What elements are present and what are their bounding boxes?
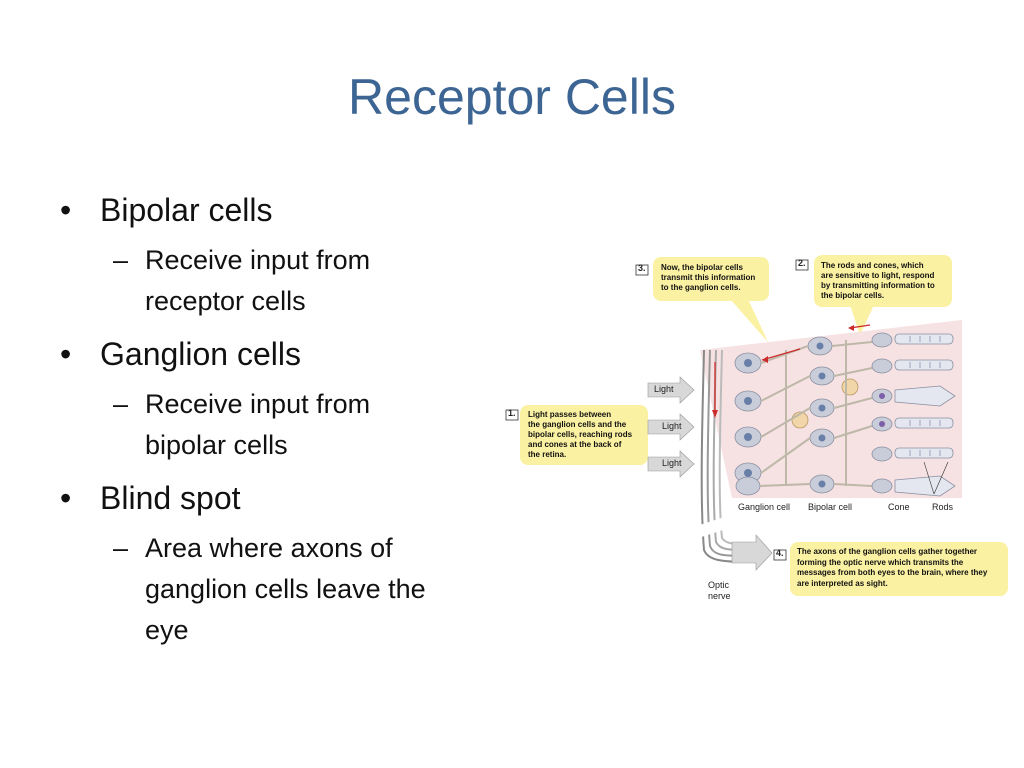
bullet-text: Bipolar cells [100,192,273,228]
sub-bullet-item: –Receive input from receptor cells [60,240,480,322]
light-label: Light [654,384,674,394]
cone-label: Cone [888,502,910,512]
sub-bullet-dash: – [113,245,129,275]
optic-nerve-fiber [700,349,751,563]
sub-bullet-line: Receive input from [145,389,371,419]
sub-bullet-line: Area where axons of [145,533,393,563]
rod [894,359,954,371]
connecting-fibres [759,340,873,487]
step-4-text: The axons of the ganglion cells gather t… [797,547,988,588]
light-arrow-2 [647,413,695,441]
cone [894,385,956,407]
rod [894,417,954,429]
bullet-dot: • [60,192,72,228]
callout-4 [790,542,1008,596]
sub-bullet-dash: – [113,533,129,563]
bullet-item: • Blind spot [60,476,480,520]
sub-bullet-line: eye [145,615,189,645]
callout-3-pointer [730,299,768,342]
photoreceptor-layer [871,332,956,497]
step-box-2 [795,259,809,271]
bullet-dot: • [60,336,72,372]
sub-bullet-item: –Area where axons of ganglion cells leave… [60,528,480,651]
rods-pointer-lines [923,461,949,495]
bullet-item: • Ganglion cells [60,332,480,376]
slide-title: Receptor Cells [348,69,676,125]
ganglion-cell-column [734,352,762,496]
callout-2-pointer [850,305,874,335]
step-box-3 [635,264,649,276]
rod [894,333,954,345]
step-number: 4. [776,548,784,558]
step-number: 1. [508,408,516,418]
light-arrow-1 [647,376,695,404]
bipolar-nuclei [816,342,826,488]
light-arrow-3 [647,450,695,478]
bullet-text: Blind spot [100,480,241,516]
rod [894,447,954,459]
step-number: 2. [798,258,806,268]
step-box-1 [505,409,519,421]
optic-nerve-fiber [706,349,751,557]
ganglion-nuclei [744,359,752,477]
sub-bullet-item: –Receive input from bipolar cells [60,384,480,466]
bipolar-cell-label: Bipolar cell [808,502,853,512]
optic-nerve-arrow [731,534,773,571]
nerve-cut-gap [695,514,737,538]
sub-bullet-line: receptor cells [145,286,306,316]
sub-bullet-line: Receive input from [145,245,371,275]
bullet-text: Ganglion cells [100,336,301,372]
light-label: Light [662,421,682,431]
bullet-item: • Bipolar cells [60,188,480,232]
rods-label: Rods [932,502,954,512]
optic-nerve-label: nerve [708,591,731,601]
light-label: Light [662,458,682,468]
step-box-4 [773,549,787,561]
retina-illustration [505,255,1008,596]
callout-3 [653,257,769,301]
sub-bullet-line: ganglion cells leave the [145,574,426,604]
optic-nerve-label: Optic [708,580,730,590]
sub-bullet-dash: – [113,389,129,419]
step-number: 3. [638,263,646,273]
callout-1 [520,405,648,465]
sub-bullet-line: bipolar cells [145,430,288,460]
signal-arrowheads [712,325,854,418]
ganglion-cell-label: Ganglion cell [738,502,791,512]
callout-2 [814,255,952,307]
bullet-dot: • [60,480,72,516]
